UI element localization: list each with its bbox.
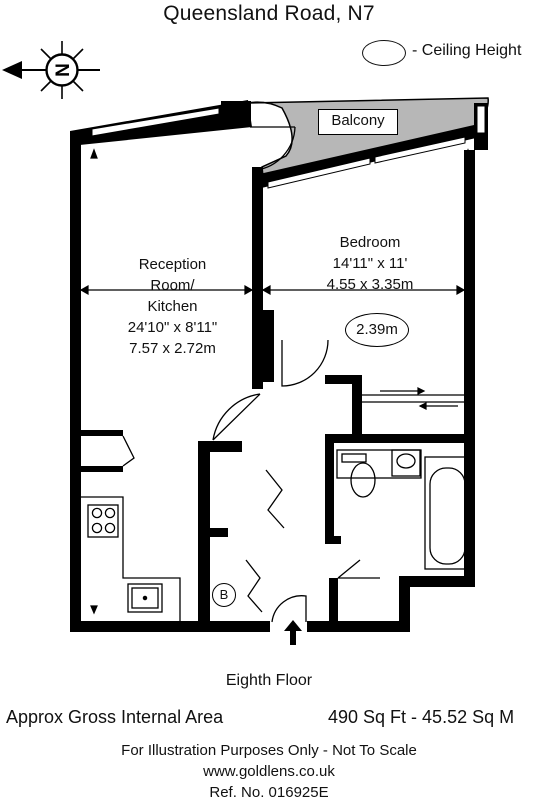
bathroom-fittings [336, 449, 471, 570]
floor-label: Eighth Floor [225, 672, 313, 689]
gross-area-value: 490 Sq Ft - 45.52 Sq M [328, 707, 515, 727]
reference-number: Ref. No. 016925E [209, 784, 329, 801]
bedroom-name: Bedroom [339, 234, 401, 251]
reception-labels: Reception Room/ Kitchen 24'10" x 8'11" 7… [100, 254, 245, 359]
reception-metric: 7.57 x 2.72m [129, 340, 216, 357]
internal-walls [81, 310, 473, 631]
wardrobe-post [464, 420, 474, 434]
bedroom-ceiling-height: 2.39m [345, 313, 409, 347]
compass-icon: N [2, 41, 100, 99]
bedroom-labels: Bedroom 14'11" x 11' 4.55 x 3.35m [300, 232, 440, 295]
boiler-marker: B [212, 583, 236, 607]
bedroom-metric: 4.55 x 3.35m [326, 276, 414, 293]
dimension-markers [79, 148, 472, 615]
compass-letter: N [53, 63, 74, 77]
page-title: Queensland Road, N7 [163, 2, 375, 25]
reception-name-line1: Reception [138, 256, 207, 273]
ceiling-height-legend: - Ceiling Height [362, 38, 538, 68]
ceiling-height-symbol [362, 40, 406, 66]
reception-name-line2: Room/ [150, 277, 195, 294]
disclaimer: For Illustration Purposes Only - Not To … [121, 742, 417, 759]
gross-area-row: Approx Gross Internal Area 490 Sq Ft - 4… [6, 707, 532, 728]
ceiling-height-legend-label: - Ceiling Height [412, 42, 522, 59]
balcony-label: Balcony [318, 109, 398, 135]
doors [122, 126, 380, 623]
wardrobe-sliding-doors [362, 387, 468, 410]
website-link[interactable]: www.goldlens.co.uk [203, 763, 335, 780]
floor-plan [70, 97, 489, 645]
windows [91, 105, 486, 189]
kitchen [81, 496, 181, 621]
reception-name-line3: Kitchen [147, 298, 198, 315]
bedroom-imperial: 14'11" x 11' [332, 255, 408, 272]
entrance-arrow-icon [284, 620, 302, 645]
gross-area-label: Approx Gross Internal Area [6, 707, 224, 727]
reception-imperial: 24'10" x 8'11" [127, 319, 218, 336]
